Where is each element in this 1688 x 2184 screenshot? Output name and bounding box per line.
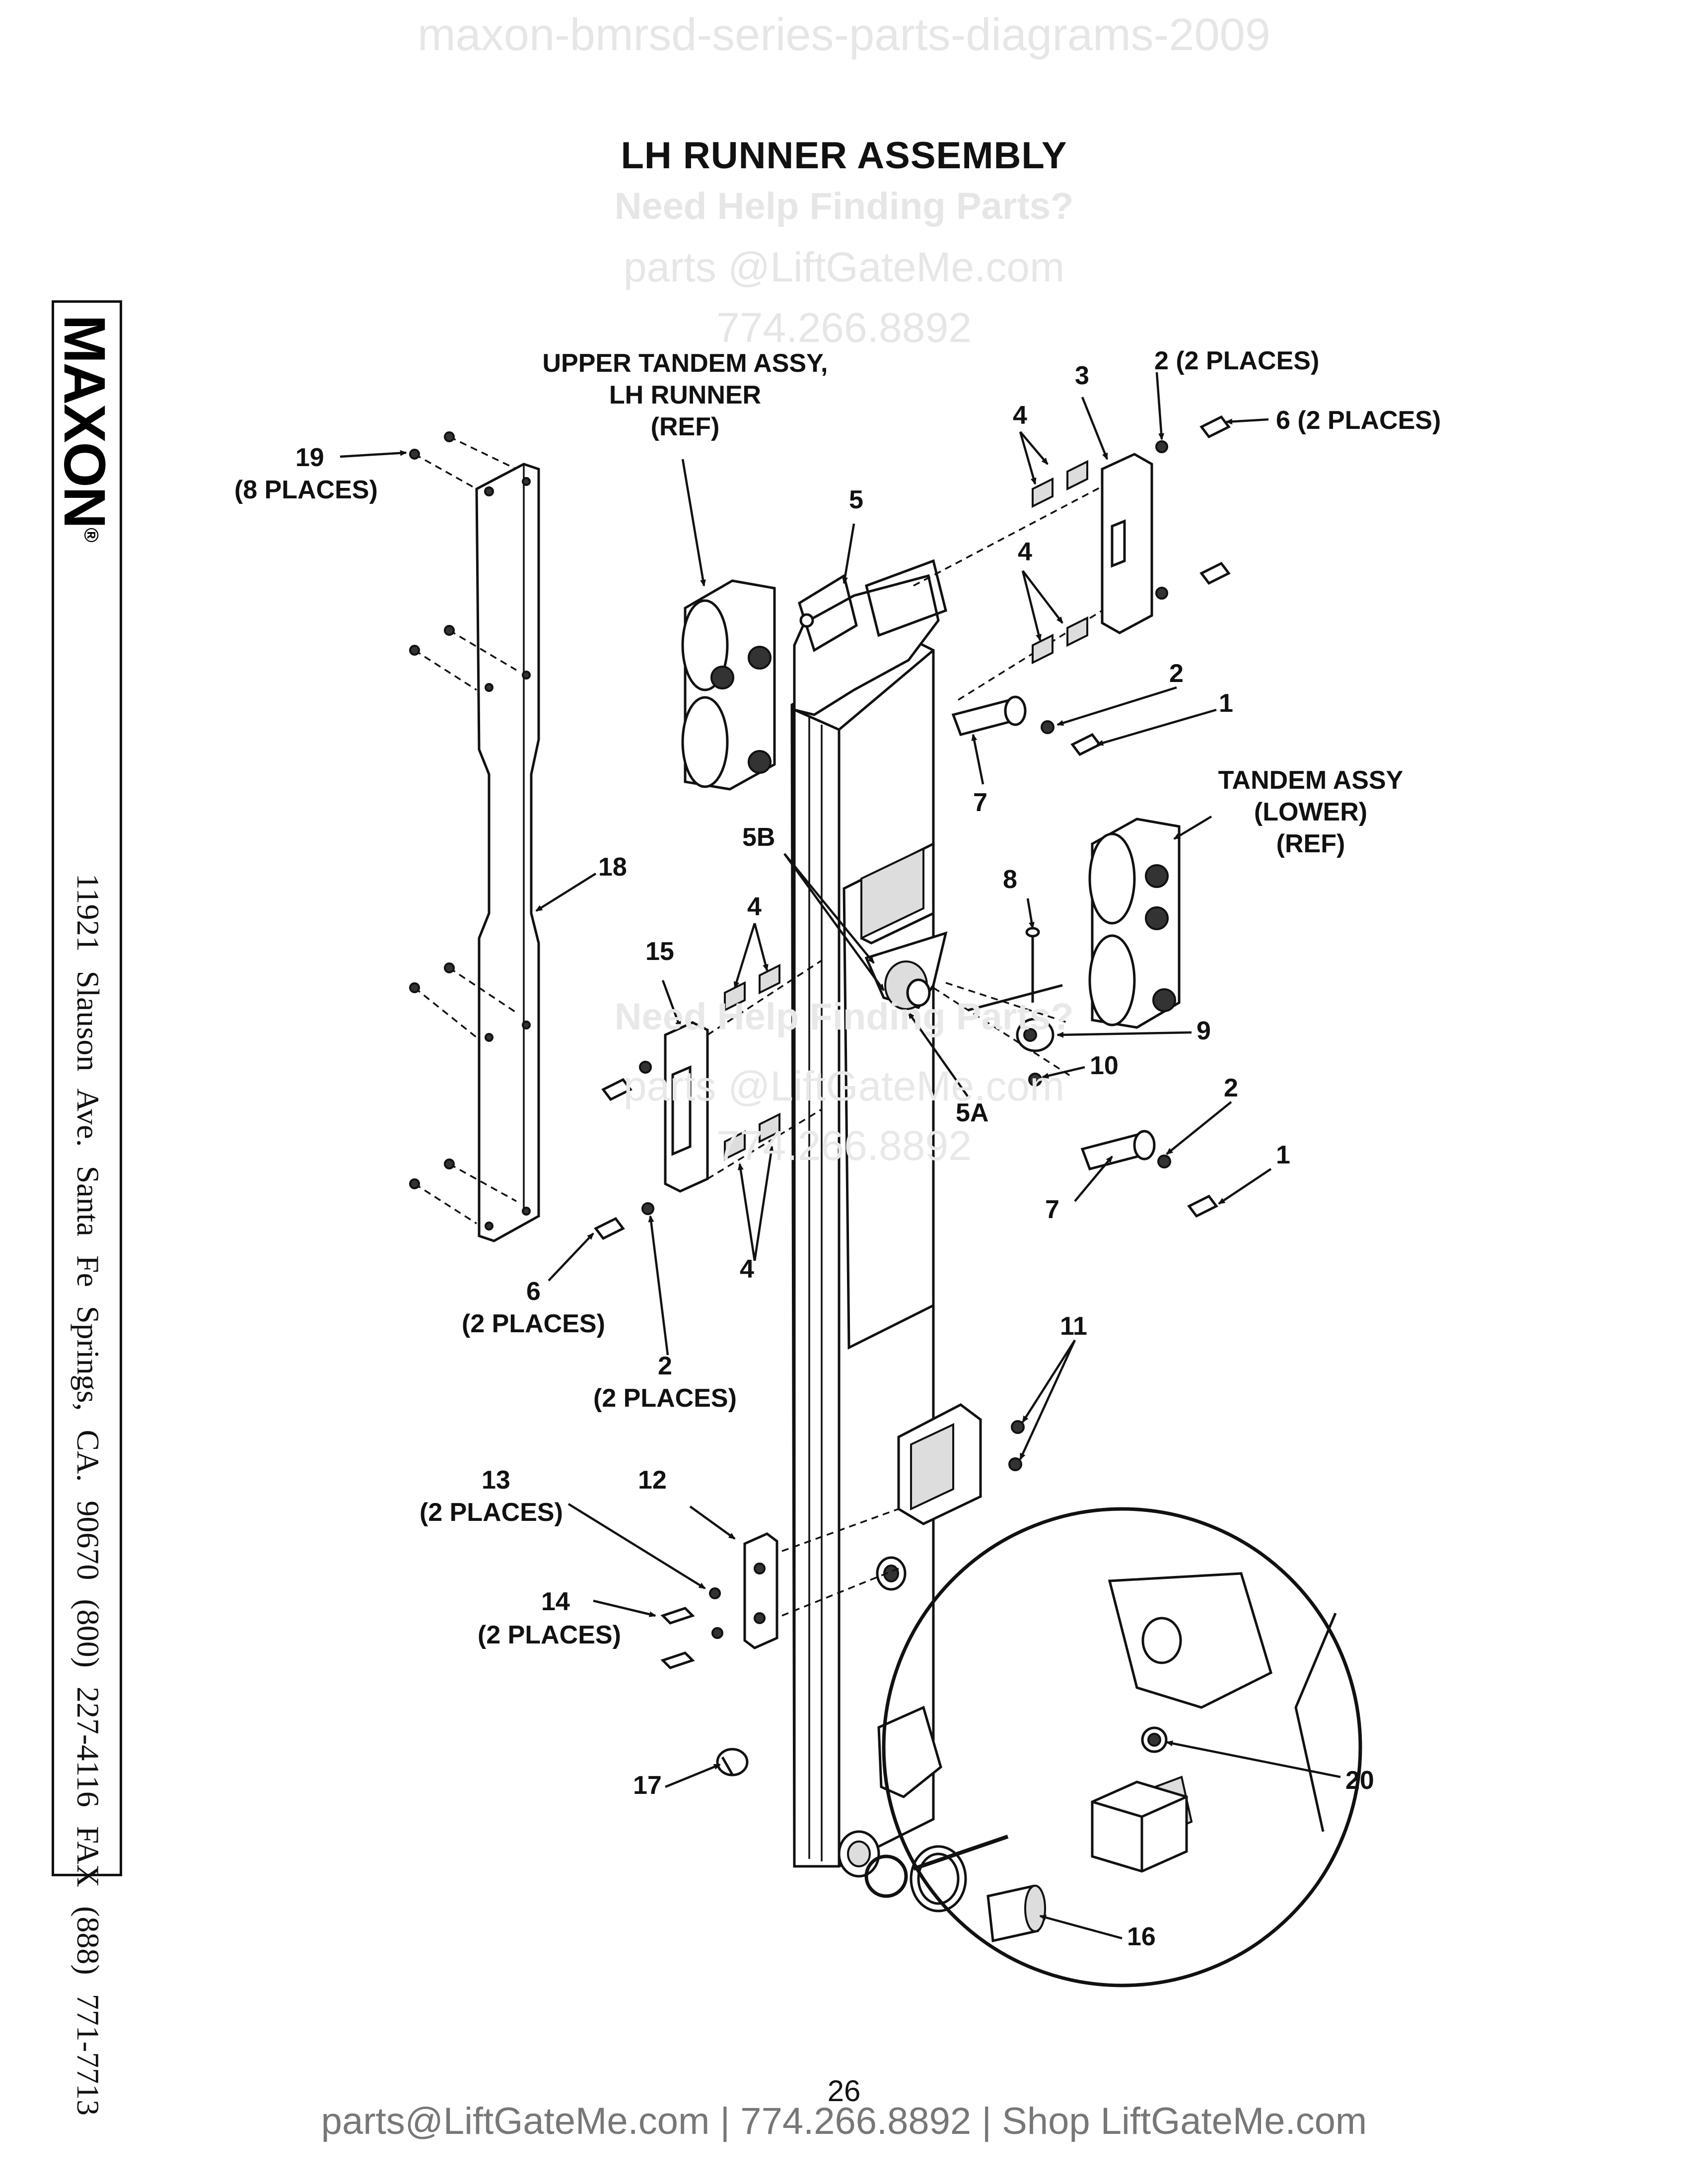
footer-contact: parts@LiftGateMe.com | 774.266.8892 | Sh…: [321, 2100, 1367, 2142]
callout-14: 14: [541, 1587, 570, 1616]
callout-2-left: 2: [658, 1352, 672, 1380]
callout-2-top: 2 (2 PLACES): [1154, 346, 1320, 375]
callout-1-low: 1: [1276, 1141, 1290, 1169]
callout-3: 3: [1075, 361, 1089, 390]
callout-4-b: 4: [1018, 538, 1032, 566]
callout-1-mid: 1: [1219, 689, 1233, 718]
callout-11: 11: [1060, 1312, 1087, 1341]
callout-14-places: (2 PLACES): [478, 1621, 621, 1649]
callout-20: 20: [1345, 1766, 1374, 1795]
callout-6-low: 6: [526, 1277, 541, 1306]
watermark-mid-email: parts @LiftGateMe.com: [623, 1063, 1065, 1109]
callout-12: 12: [638, 1466, 667, 1495]
maxon-sidebar: MAXON® 11921 Slauson Ave. Santa Fe Sprin…: [52, 300, 122, 2116]
bracket-part-3: [913, 415, 1231, 701]
callout-5a: 5A: [956, 1098, 989, 1127]
watermark-phone: 774.266.8892: [716, 304, 972, 351]
callout-2-mid: 2: [1169, 659, 1184, 688]
callout-4-d: 4: [740, 1255, 754, 1284]
callout-4-c: 4: [747, 892, 762, 921]
upper-tandem-line-1: UPPER TANDEM ASSY,: [542, 349, 828, 378]
callout-upper-tandem: UPPER TANDEM ASSY, LH RUNNER (REF): [526, 347, 844, 443]
panel-part-18: [409, 431, 540, 1242]
callout-2-left-places: (2 PLACES): [593, 1384, 737, 1413]
shims-part-4: [724, 460, 1088, 1161]
callout-19-places: (8 PLACES): [234, 476, 378, 504]
parts-16-17: [716, 1748, 1046, 1943]
detail-view-part-20: [864, 1507, 1362, 1987]
tandem-lower-line-3: (REF): [1276, 829, 1345, 858]
callout-13: 13: [482, 1466, 510, 1495]
callout-9: 9: [1196, 1017, 1211, 1045]
callout-2-low: 2: [1224, 1074, 1238, 1102]
callout-5: 5: [849, 485, 863, 514]
callout-19: 19: [295, 443, 324, 472]
callout-15: 15: [645, 937, 674, 966]
upper-tandem-line-3: (REF): [650, 412, 720, 441]
parts-8-9-10: [1016, 927, 1055, 1087]
lower-tandem-assembly: [1088, 818, 1181, 1029]
tandem-lower-line-2: (LOWER): [1254, 798, 1368, 826]
callout-tandem-lower: TANDEM ASSY (LOWER) (REF): [1206, 764, 1415, 860]
callout-10: 10: [1090, 1051, 1119, 1080]
watermark-mid-help: Need Help Finding Parts?: [614, 996, 1074, 1038]
bracket-part-15: [594, 959, 822, 1240]
callout-18: 18: [598, 853, 627, 882]
upper-tandem-line-2: LH RUNNER: [609, 381, 762, 410]
callout-16: 16: [1127, 1922, 1156, 1951]
pin-assemblies-part-7: [951, 695, 1218, 1218]
page-number: 26: [827, 2074, 861, 2108]
callout-13-places: (2 PLACES): [420, 1498, 563, 1527]
callout-8: 8: [1003, 865, 1017, 894]
watermark-email: parts @LiftGateMe.com: [623, 244, 1065, 290]
upper-tandem-assembly: [681, 579, 776, 791]
callout-5b: 5B: [742, 823, 775, 852]
watermark-help: Need Help Finding Parts?: [614, 185, 1074, 227]
callout-7-low: 7: [1045, 1195, 1059, 1224]
watermark-mid-phone: 774.266.8892: [716, 1122, 972, 1169]
leader-arrows: [340, 372, 1341, 1940]
callout-7-top: 7: [973, 788, 987, 817]
pivot-part-5a-5b: [864, 931, 1073, 1078]
callout-6-top: 6 (2 PLACES): [1276, 406, 1441, 435]
callout-4-a: 4: [1013, 401, 1027, 430]
callout-6-low-places: (2 PLACES): [462, 1309, 605, 1338]
tandem-lower-line-1: TANDEM ASSY: [1218, 766, 1404, 795]
watermark-top: maxon-bmrsd-series-parts-diagrams-2009: [418, 9, 1270, 60]
page-title: LH RUNNER ASSEMBLY: [621, 135, 1067, 177]
runner-column-main: [790, 559, 982, 1878]
parts-11-14: [660, 1420, 1025, 1669]
callout-17: 17: [633, 1771, 662, 1800]
